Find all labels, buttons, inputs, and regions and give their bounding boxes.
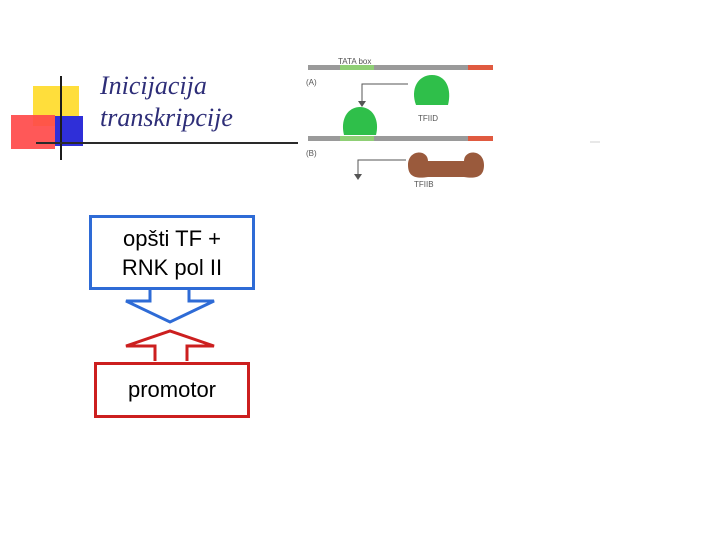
title-underline: [36, 142, 298, 144]
promoter-box: promotor: [94, 362, 250, 418]
panel-b-label: (B): [306, 149, 317, 158]
promoter-label: promotor: [127, 377, 217, 402]
tfiib-label: TFIIB: [414, 180, 434, 189]
tfiid-protein-free: [413, 75, 450, 105]
tata-box-segment-b: [340, 136, 374, 141]
slide-title: Inicijacija transkripcije: [100, 70, 300, 134]
vertical-rule: [60, 76, 62, 160]
tata-box-segment-a: [340, 65, 374, 70]
tata-box-label: TATA box: [338, 57, 371, 66]
dna-end-a: [468, 65, 493, 70]
general-tf-line-2: RNK pol II: [121, 254, 223, 280]
panel-a-label: (A): [306, 78, 317, 87]
blue-square-decoration: [55, 116, 83, 146]
red-connector-arrow: [125, 329, 215, 361]
dna-end-b: [468, 136, 493, 141]
tfiib-arrow-b-head: [354, 174, 362, 180]
tfiib-arrow-b: [357, 159, 406, 176]
transcription-figure: TATA box (A) TFIID (B) TFIIB: [306, 57, 600, 189]
dna-strand-b: [308, 136, 468, 141]
tfiib-protein: [408, 152, 484, 178]
blue-connector-arrow: [125, 288, 215, 324]
tfiid-arrow-a: [361, 83, 408, 103]
title-line-1: Inicijacija: [100, 71, 207, 100]
tfiid-label: TFIID: [418, 114, 438, 123]
tfiid-arrow-a-head: [358, 101, 366, 107]
general-tf-line-1: opšti TF +: [122, 225, 221, 251]
general-tf-box: opšti TF + RNK pol II: [89, 215, 255, 290]
title-line-2: transkripcije: [100, 103, 233, 132]
tfiid-protein-bound: [342, 107, 378, 135]
dna-strand-a: [308, 65, 468, 70]
